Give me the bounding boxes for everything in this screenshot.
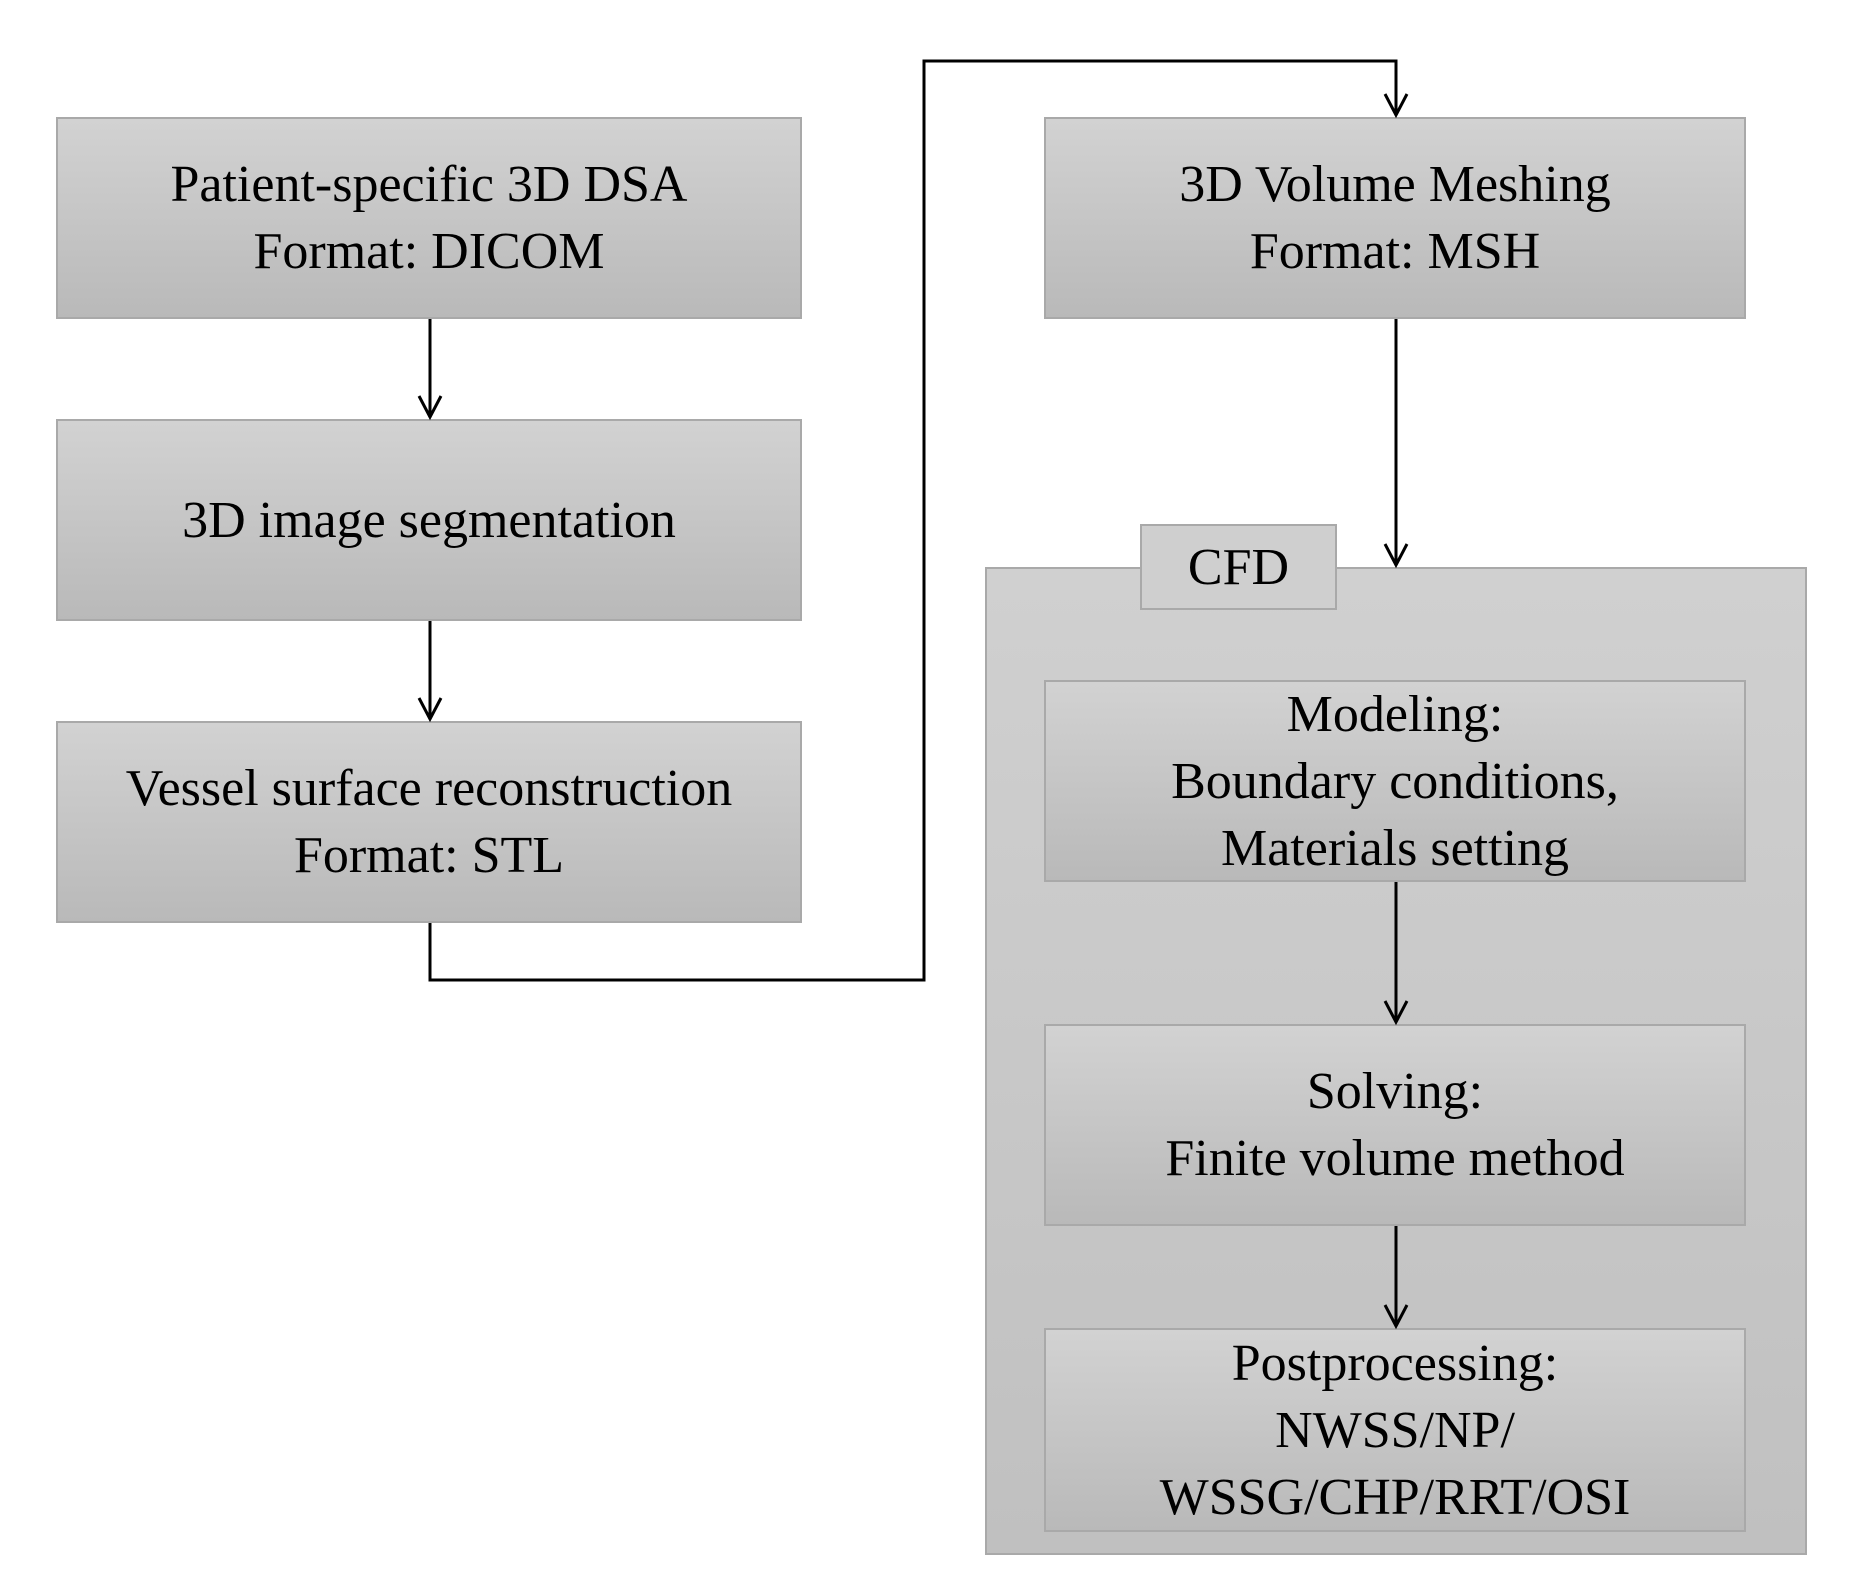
arrowhead-modeling-to-solving [1383,1000,1409,1026]
cfd-modeling-detail-2: Materials setting [1220,819,1570,877]
arrowhead-segmentation-to-surface [417,697,443,723]
step-segmentation-title: 3D image segmentation [182,491,676,549]
step-surface-box: Vessel surface reconstruction Format: ST… [56,721,802,923]
arrowhead-dsa-to-segmentation [417,395,443,421]
step-dsa-box: Patient-specific 3D DSA Format: DICOM [56,117,802,319]
cfd-postprocessing-title: Postprocessing: [1231,1334,1559,1392]
arrowhead-meshing-to-cfd [1383,543,1409,569]
step-dsa-title: Patient-specific 3D DSA [170,156,688,213]
step-surface-format: Format: STL [293,827,565,884]
cfd-postprocessing-detail-2: WSSG/CHP/RRT/OSI [1159,1468,1631,1526]
cfd-label-text: CFD [1187,538,1290,596]
step-meshing-box: 3D Volume Meshing Format: MSH [1044,117,1746,319]
cfd-solving-box: Solving: Finite volume method [1044,1024,1746,1226]
cfd-modeling-title: Modeling: [1286,685,1504,743]
cfd-modeling-detail-1: Boundary conditions, [1171,752,1619,810]
step-dsa-format: Format: DICOM [253,223,605,280]
cfd-postprocessing-box: Postprocessing: NWSS/NP/ WSSG/CHP/RRT/OS… [1044,1328,1746,1532]
step-segmentation-box: 3D image segmentation [56,419,802,621]
step-meshing-title: 3D Volume Meshing [1179,156,1611,213]
cfd-solving-title: Solving: [1306,1063,1484,1120]
cfd-label: CFD [1140,524,1337,610]
arrowhead-solving-to-postprocessing [1383,1304,1409,1330]
step-surface-title: Vessel surface reconstruction [125,760,733,817]
cfd-solving-detail: Finite volume method [1165,1130,1625,1187]
arrowhead-surface-to-meshing [1383,93,1409,119]
arrow-surface-to-meshing [428,59,1398,982]
cfd-modeling-box: Modeling: Boundary conditions, Materials… [1044,680,1746,882]
cfd-postprocessing-detail-1: NWSS/NP/ [1275,1401,1515,1459]
step-meshing-format: Format: MSH [1249,223,1541,280]
